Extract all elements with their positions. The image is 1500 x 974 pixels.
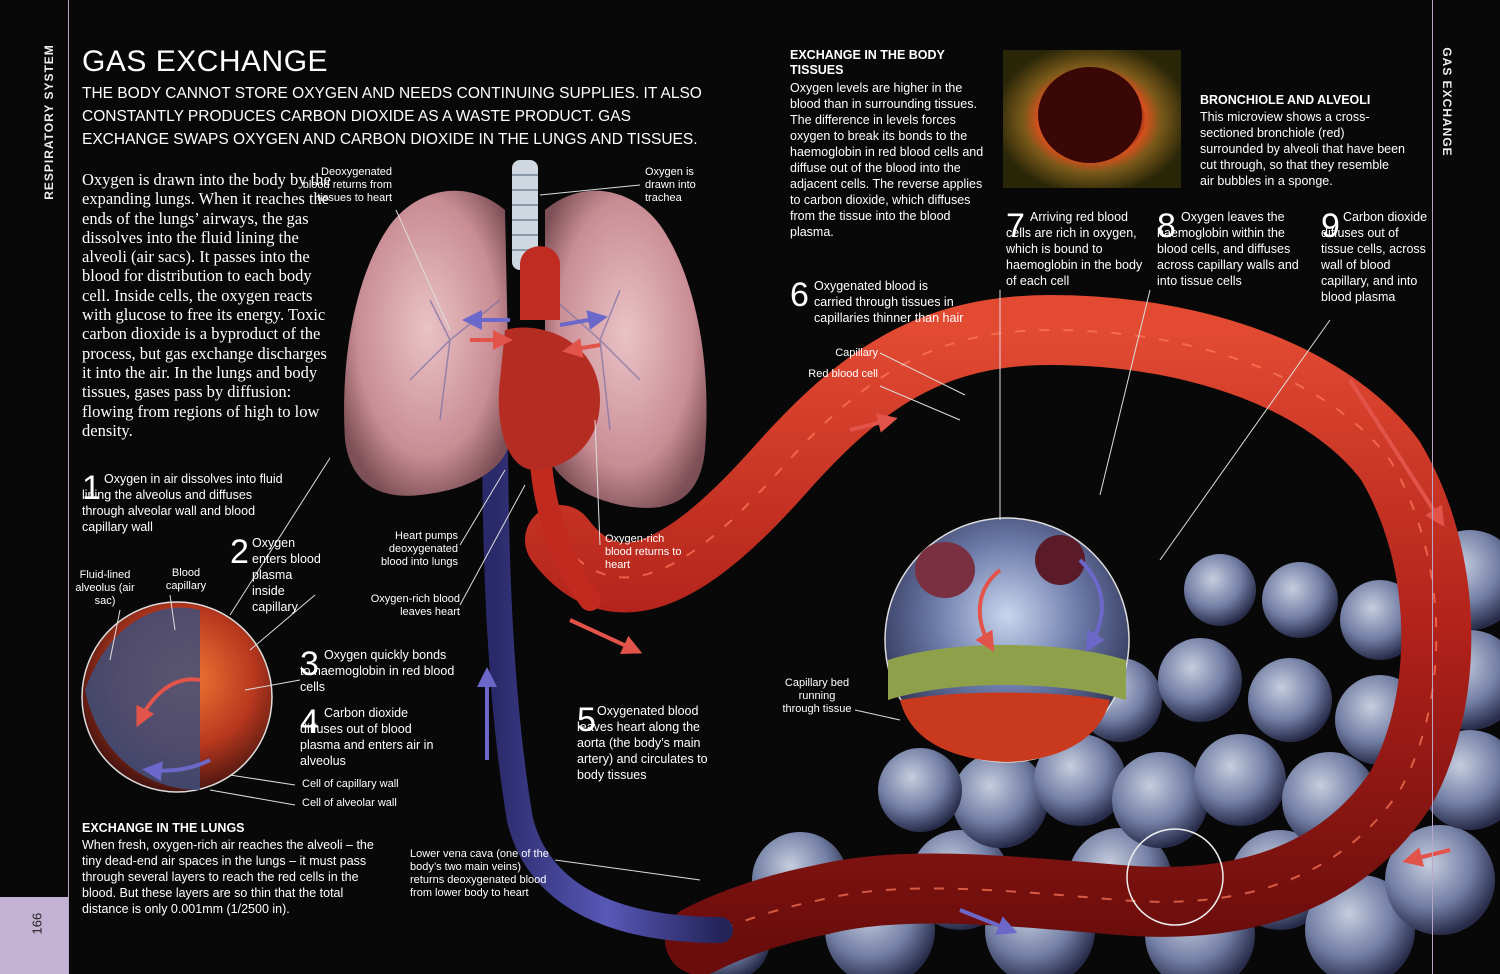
- step-3-number: 3: [300, 645, 319, 683]
- label-red-blood-cell: Red blood cell: [808, 368, 878, 380]
- vena-cava: [482, 407, 733, 943]
- section-label-right: GAS EXCHANGE: [1440, 47, 1454, 157]
- step-7-text: Arriving red blood cells are rich in oxy…: [1006, 210, 1143, 288]
- label-capillary: Capillary: [835, 347, 878, 359]
- bronchiole-microview: [1003, 50, 1181, 188]
- step-8-text: Oxygen leaves the haemoglobin within the…: [1157, 210, 1299, 288]
- left-margin-rule: [68, 0, 69, 974]
- label-fluid-lined: Fluid-lined alveolus (air sac): [75, 569, 135, 607]
- label-oxygen-drawn: Oxygen is drawn into trachea: [645, 166, 696, 204]
- step-6-number: 6: [790, 276, 809, 314]
- label-capillary-wall: Cell of capillary wall: [302, 778, 399, 790]
- alveolus-zoom: [81, 601, 273, 793]
- label-blood-capillary: Blood capillary: [165, 567, 207, 592]
- label-capillary-bed: Capillary bed running through tissue: [782, 677, 852, 715]
- exchange-lungs-text: When fresh, oxygen-rich air reaches the …: [82, 838, 374, 916]
- page-title: GAS EXCHANGE: [82, 45, 329, 78]
- step-2-number: 2: [230, 533, 249, 571]
- leader-lines: [109, 184, 1331, 881]
- step-3-text: Oxygen quickly bonds to haemoglobin in r…: [300, 648, 455, 694]
- step-7-number: 7: [1006, 207, 1025, 245]
- label-oxygen-rich-leaves: Oxygen-rich blood leaves heart: [370, 593, 460, 618]
- tissue-zoom: [884, 517, 1130, 763]
- step-9-number: 9: [1321, 207, 1340, 245]
- step-2-text: Oxygen enters blood plasma inside capill…: [252, 536, 321, 614]
- capillary-vessel: [525, 294, 1472, 974]
- exchange-lungs-heading: EXCHANGE IN THE LUNGS: [82, 821, 245, 835]
- bronchiole-text: This microview shows a cross-sectioned b…: [1200, 110, 1406, 188]
- step-1-text: Oxygen in air dissolves into fluid linin…: [82, 472, 283, 534]
- step-4-number: 4: [300, 703, 319, 741]
- step-1-number: 1: [82, 469, 101, 507]
- step-5-number: 5: [577, 701, 596, 739]
- step-6-text: Oxygenated blood is carried through tiss…: [814, 279, 964, 325]
- bronchiole-heading: BRONCHIOLE AND ALVEOLI: [1200, 93, 1371, 107]
- intro-text: THE BODY CANNOT STORE OXYGEN AND NEEDS C…: [82, 85, 702, 148]
- exchange-tissues-text: Oxygen levels are higher in the blood th…: [790, 81, 984, 239]
- body-text: Oxygen is drawn into the body by the exp…: [82, 170, 331, 440]
- right-margin-rule: [1432, 0, 1433, 974]
- label-vena-cava: Lower vena cava (one of the body’s two m…: [410, 848, 549, 899]
- exchange-tissues-heading: EXCHANGE IN THE BODY TISSUES: [790, 48, 945, 77]
- step-8-number: 8: [1157, 207, 1176, 245]
- section-label-left: RESPIRATORY SYSTEM: [42, 44, 56, 200]
- label-deoxygenated: Deoxygenated blood returns from tissues …: [302, 166, 392, 204]
- page-tab: [0, 897, 68, 974]
- step-4-text: Carbon dioxide diffuses out of blood pla…: [300, 706, 434, 768]
- label-oxygen-rich-returns: Oxygen-rich blood returns to heart: [605, 533, 682, 571]
- label-heart-pumps: Heart pumps deoxygenated blood into lung…: [380, 530, 458, 568]
- label-alveolar-wall: Cell of alveolar wall: [302, 797, 397, 809]
- flow-arrows: [462, 310, 1451, 935]
- step-5-text: Oxygenated blood leaves heart along the …: [577, 704, 708, 782]
- step-9-text: Carbon dioxide diffuses out of tissue ce…: [1321, 210, 1428, 304]
- lungs: [344, 160, 707, 508]
- magnify-ring: [1126, 828, 1224, 926]
- page-number: 166: [29, 912, 45, 935]
